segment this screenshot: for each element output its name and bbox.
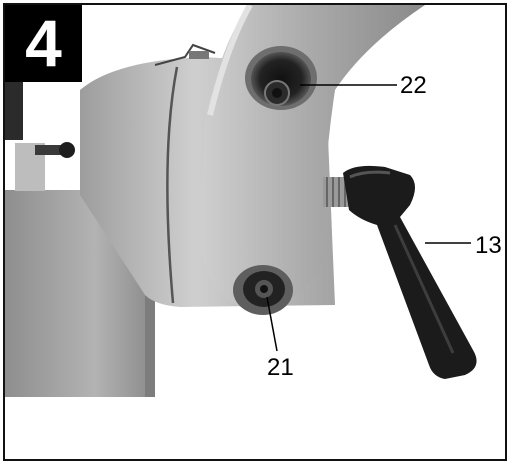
- callout-label-13: 13: [475, 232, 502, 259]
- figure-frame: 4 22 13 21: [3, 3, 507, 461]
- tool-photo: [5, 5, 505, 397]
- figure-number-badge: 4: [5, 5, 82, 82]
- callout-label-22: 22: [400, 72, 427, 99]
- callout-label-21: 21: [267, 354, 294, 381]
